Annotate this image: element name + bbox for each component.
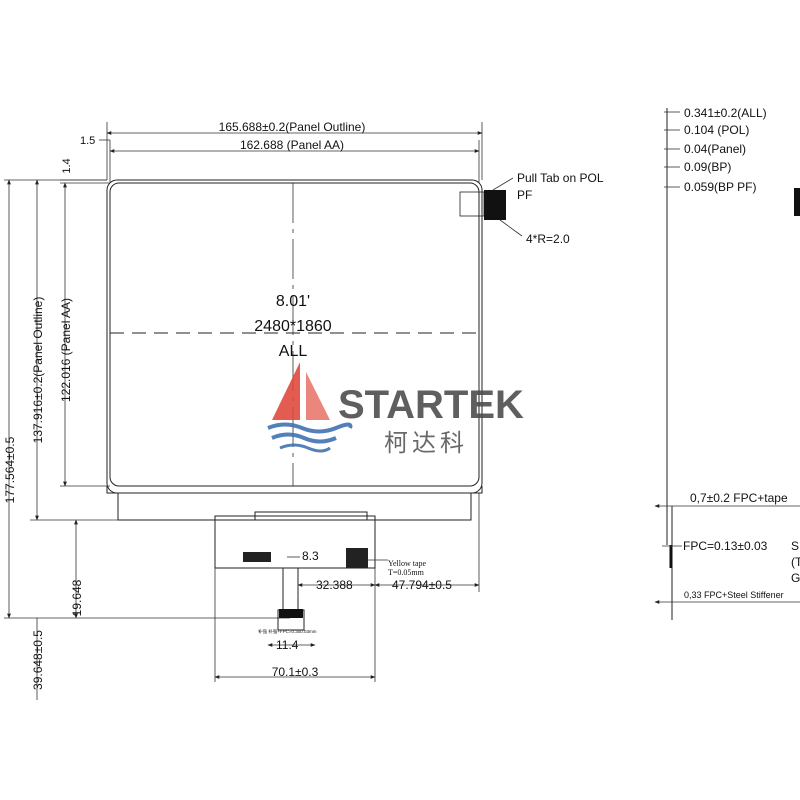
thickness-all: 0.341±0.2(ALL) — [684, 106, 767, 120]
dim-stiffener-width: 11.4 — [276, 638, 299, 652]
side-view: 0.341±0.2(ALL) 0.104 (POL) 0.04(Panel) 0… — [654, 106, 800, 620]
dim-conn-width: 8.3 — [302, 549, 319, 563]
side-view-pull-tab-edge — [794, 188, 800, 216]
dim-fpc-thickness: FPC=0.13±0.03 — [683, 539, 768, 553]
dim-fpc-length: 39.648±0.5 — [31, 630, 45, 690]
side-note-cut-1: S — [791, 539, 799, 553]
logo-brand-chinese: 柯达科 — [384, 430, 468, 457]
dim-left-offset: 1.5 — [80, 135, 95, 147]
top-dimensions: 165.688±0.2(Panel Outline) 162.688 (Pane… — [60, 120, 483, 184]
panel-size-label: 8.01' — [276, 293, 310, 310]
yellow-tape-label-line2: T=0.05mm — [388, 568, 425, 577]
logo-sail-right — [306, 372, 330, 420]
startek-logo: STARTEK 柯达科 — [267, 362, 524, 457]
dim-total-height: 177.564±0.5 — [3, 436, 17, 503]
dim-outline-width: 165.688±0.2(Panel Outline) — [219, 120, 366, 134]
side-view-ticks — [664, 111, 680, 188]
fpc-body — [214, 515, 376, 569]
panel-note-label: ALL — [279, 343, 308, 360]
dim-fpc-tape: 0,7±0.2 FPC+tape — [690, 491, 788, 505]
panel-resolution-label: 2480*1860 — [254, 318, 332, 335]
dim-aa-width: 162.688 (Panel AA) — [240, 138, 344, 152]
fpc-stiffener — [279, 609, 303, 618]
dim-offset-a: 32.388 — [316, 578, 353, 592]
dim-outline-height: 137.916±0.2(Panel Outline) — [31, 297, 45, 444]
pull-tab-label-line1: Pull Tab on POL — [517, 171, 604, 185]
fpc-yellow-tape-block — [346, 548, 368, 568]
logo-brand-text: STARTEK — [338, 383, 524, 427]
thickness-bp-pf: 0.059(BP PF) — [684, 180, 756, 194]
pull-tab-outline — [459, 191, 485, 217]
logo-wave-1 — [267, 422, 353, 434]
fpc-component-left — [243, 552, 271, 562]
dim-aa-height: 122.016 (Panel AA) — [59, 298, 73, 402]
thickness-pol: 0.104 (POL) — [684, 123, 749, 137]
yellow-tape-label-line1: Yellow tape — [388, 559, 427, 568]
stiffener-note: 补强 补强+FPC=0.3±0.03mm — [258, 628, 317, 635]
dim-fpc-width: 70.1±0.3 — [272, 665, 319, 679]
logo-sail-left — [272, 362, 300, 420]
dim-fpc-stiffener: 0,33 FPC+Steel Stiffener — [684, 590, 784, 600]
panel-active-area — [109, 182, 480, 487]
dim-offset-b: 47.794±0.5 — [392, 578, 452, 592]
side-note-cut-2: (T — [791, 555, 800, 569]
fpc: 8.3 Yellow tape T=0.05mm 32.388 47.794±0… — [214, 493, 480, 682]
left-dimensions: 177.564±0.5 137.916±0.2(Panel Outline) 1… — [3, 179, 290, 700]
corner-radius-label: 4*R=2.0 — [526, 232, 570, 246]
dim-fpc-offset: 19.648 — [70, 579, 84, 616]
logo-wave-2 — [271, 432, 337, 444]
logo-wave-3 — [279, 443, 331, 453]
pull-tab-block — [484, 190, 506, 220]
pull-tab: Pull Tab on POL PF 4*R=2.0 — [459, 171, 604, 246]
thickness-bp: 0.09(BP) — [684, 160, 731, 174]
dim-top-offset: 1.4 — [61, 158, 73, 173]
corner-radius-leader — [499, 219, 523, 237]
thickness-panel: 0.04(Panel) — [684, 142, 746, 156]
center-label: 8.01' 2480*1860 ALL — [254, 293, 332, 360]
side-note-cut-3: G — [791, 571, 800, 585]
panel-bottom-edge — [106, 486, 483, 494]
pull-tab-label-line2: PF — [517, 188, 532, 202]
pull-tab-leader — [492, 177, 514, 191]
fpc-tail — [277, 568, 305, 631]
